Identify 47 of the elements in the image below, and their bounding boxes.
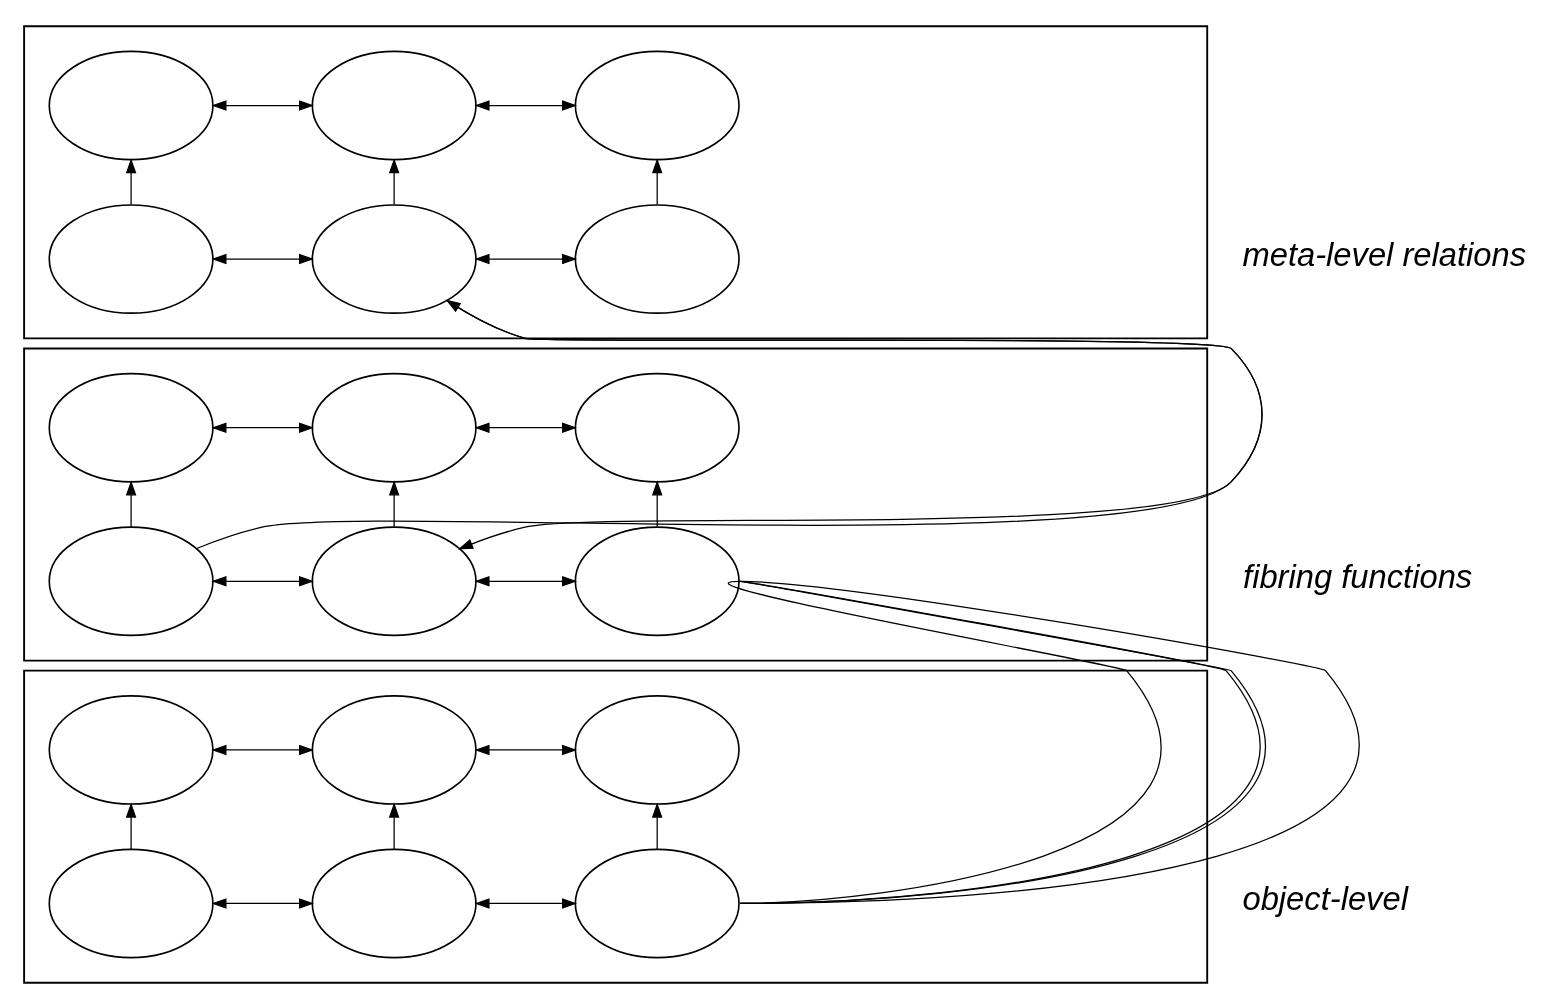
node-ellipse xyxy=(574,848,740,958)
node-ellipse xyxy=(574,372,740,483)
arrow xyxy=(125,157,136,205)
arrow xyxy=(651,802,662,850)
node-ellipse xyxy=(47,372,214,483)
arrow xyxy=(125,479,136,527)
node-ellipse xyxy=(574,50,740,160)
arrow xyxy=(210,421,314,433)
cluster xyxy=(22,669,1208,984)
arrow xyxy=(388,157,399,205)
arrow xyxy=(210,99,314,111)
arrow xyxy=(210,575,314,587)
arrow xyxy=(473,421,577,433)
arrow xyxy=(473,99,577,111)
node-ellipse xyxy=(311,694,477,805)
node-ellipse xyxy=(574,694,740,805)
arrow xyxy=(651,157,662,205)
label: object-level xyxy=(1241,879,1408,917)
arrow xyxy=(651,479,662,527)
node-ellipse xyxy=(47,50,214,160)
node-ellipse xyxy=(47,694,214,805)
arrow xyxy=(210,744,314,755)
label: meta-level relations xyxy=(1241,235,1526,273)
arrow xyxy=(210,897,314,909)
node-ellipse xyxy=(311,372,477,483)
node-ellipse xyxy=(47,848,214,958)
arrow xyxy=(446,299,1263,549)
arrow xyxy=(210,253,314,264)
cluster xyxy=(22,347,1208,661)
arrow xyxy=(388,802,399,850)
arrow xyxy=(388,479,399,527)
label: fibring functions xyxy=(1242,557,1472,595)
arrow xyxy=(473,897,577,909)
connector xyxy=(739,580,1360,904)
arrow xyxy=(473,253,577,264)
node-ellipse xyxy=(574,203,740,314)
node-ellipse xyxy=(311,50,477,160)
node-ellipse xyxy=(311,848,477,958)
node-ellipse xyxy=(574,525,740,636)
connector xyxy=(727,580,1162,904)
cluster xyxy=(22,24,1208,339)
arrow xyxy=(195,299,1263,549)
arrow xyxy=(125,802,136,850)
node-ellipse xyxy=(47,203,214,314)
arrow xyxy=(473,575,577,587)
arrow xyxy=(473,744,577,755)
node-ellipse xyxy=(47,525,214,636)
